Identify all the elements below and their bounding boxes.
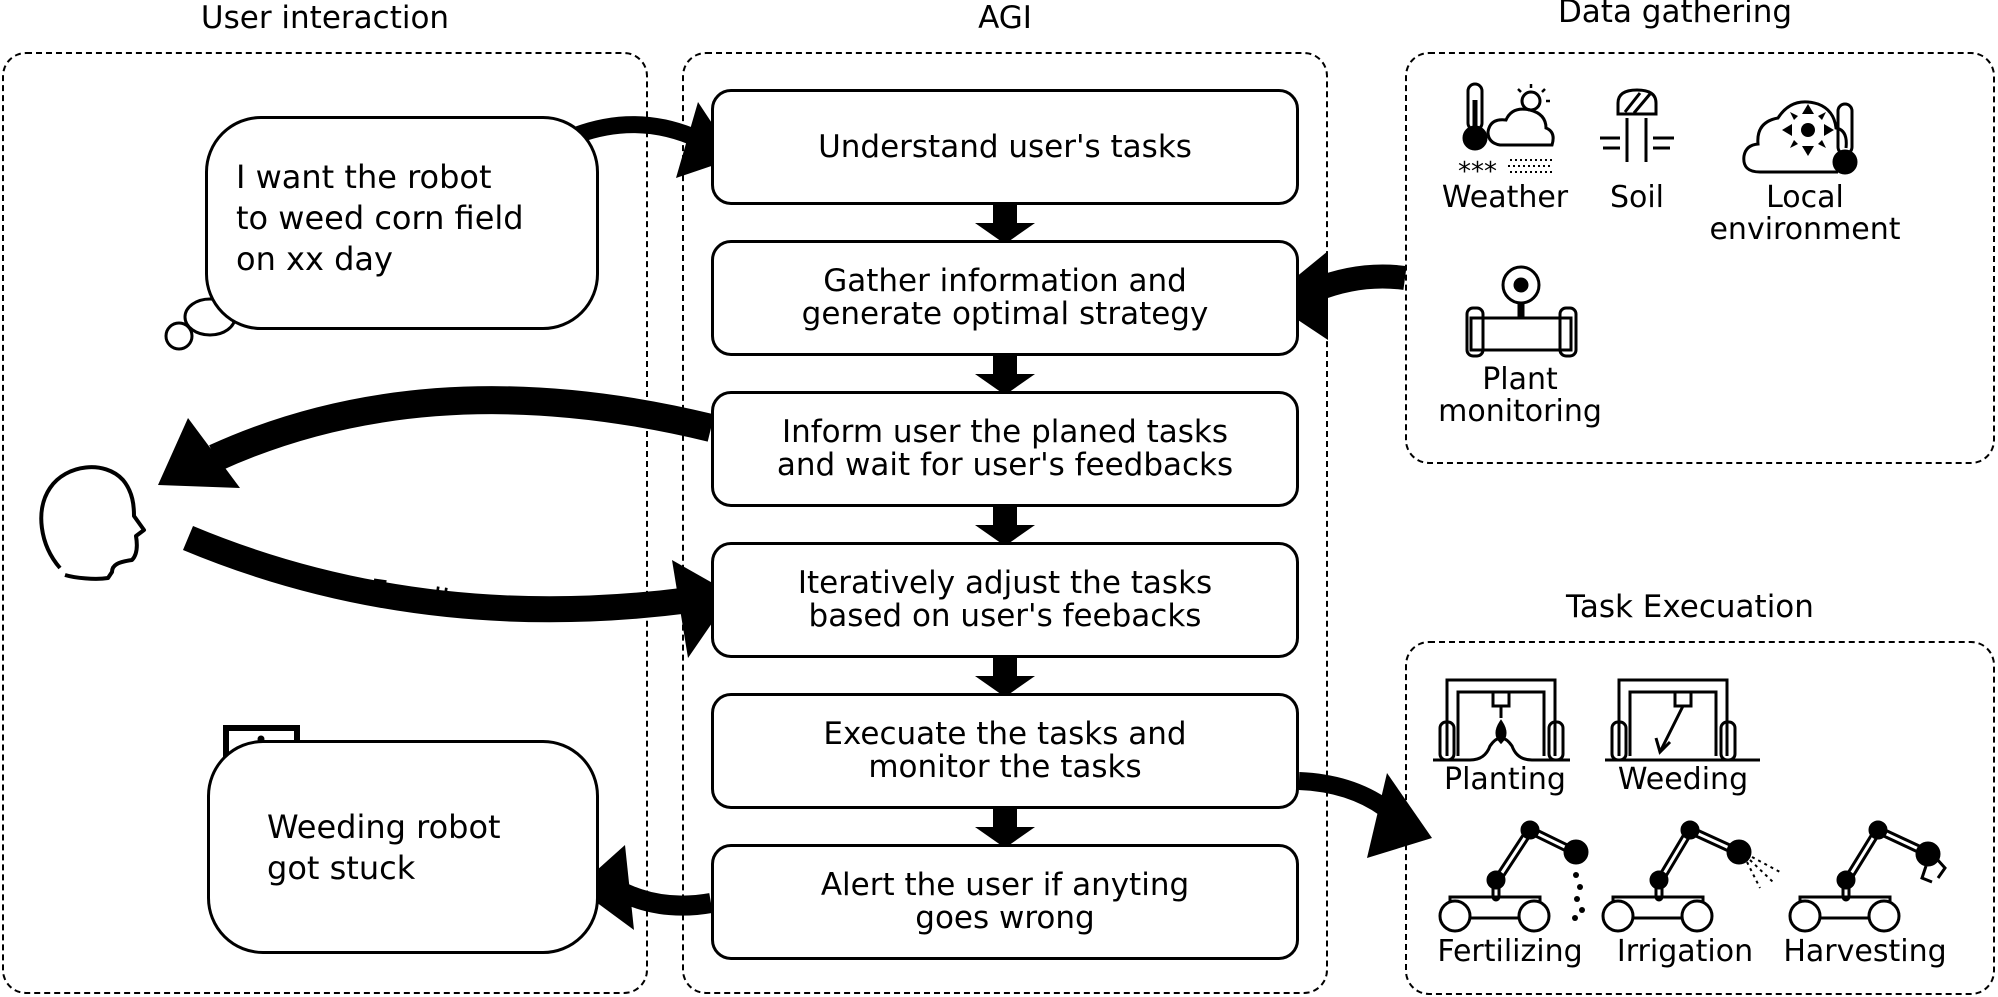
harvesting-icon [1788,820,1947,933]
arrow-execute-to-tasks [1298,772,1391,816]
user-interaction-panel [2,52,648,994]
local-environment-icon [1742,100,1858,175]
flow-arrow-5-6 [975,809,1035,848]
thought-circle-small [164,321,194,351]
arrow-feedback-to-adjust [182,526,692,623]
plant-monitoring-label: Plant monitoring [1438,362,1602,429]
fertilizing-icon [1438,820,1589,933]
arrow-inform-head [158,418,240,488]
arrow-feedback-head [672,560,732,658]
flow-arrow-1-2 [975,205,1035,244]
svg-text:***: *** [1458,157,1497,187]
arrow-alert-to-bubble [613,881,713,916]
step-inform-user: Inform user the planed tasks and wait fo… [711,391,1299,507]
step-label: Understand user's tasks [818,128,1192,165]
local-environment-label: Local environment [1709,180,1901,247]
user-request-bubble: I want the robot to weed corn field on x… [205,116,599,330]
head-icon [39,465,146,581]
irrigation-icon [1601,820,1781,933]
soil-label: Soil [1609,180,1665,215]
weather-label: Weather [1441,180,1569,215]
weeding-label: Weeding [1617,762,1749,797]
section-title-data-gathering: Data gathering [1557,0,1793,30]
planting-icon [1433,678,1570,762]
step-label: Execuate the tasks and monitor the tasks [823,716,1187,785]
arrow-datagathering-to-gather [1310,264,1407,302]
arrow-request-to-understand [574,116,704,148]
agi-panel [682,52,1328,994]
flow-arrow-3-4 [975,507,1035,546]
flow-arrow-4-5 [975,658,1035,697]
step-alert-user: Alert the user if anyting goes wrong [711,844,1299,960]
step-execute-tasks: Execuate the tasks and monitor the tasks [711,693,1299,809]
soil-icon [1600,88,1674,162]
step-label: Iteratively adjust the tasks based on us… [797,565,1213,634]
flow-arrow-2-3 [975,356,1035,395]
fertilizing-label: Fertilizing [1437,934,1583,969]
arrow-execute-head [1367,773,1432,858]
step-adjust-tasks: Iteratively adjust the tasks based on us… [711,542,1299,658]
planting-label: Planting [1444,762,1566,797]
arrow-alert-head [577,845,634,930]
section-title-agi: AGI [978,0,1032,36]
alert-bubble: Weeding robot got stuck [207,740,599,954]
plant-monitoring-icon [1465,265,1578,358]
step-understand-tasks: Understand user's tasks [711,89,1299,205]
harvesting-label: Harvesting [1783,934,1947,969]
weeding-icon [1605,678,1760,762]
weather-icon: *** [1458,82,1555,187]
section-title-user-interaction: User interaction [200,0,450,36]
arrow-inform-to-user [209,386,715,471]
irrigation-label: Irrigation [1616,934,1754,969]
data-gathering-panel [1405,52,1995,464]
big-arrows [158,102,1432,930]
step-gather-information: Gather information and generate optimal … [711,240,1299,356]
step-label: Inform user the planed tasks and wait fo… [776,414,1234,483]
step-label: Gather information and generate optimal … [801,263,1209,332]
flow-down-arrows [975,205,1035,848]
section-title-task-execution: Task Execuation [1566,589,1814,625]
step-label: Alert the user if anyting goes wrong [820,867,1190,936]
